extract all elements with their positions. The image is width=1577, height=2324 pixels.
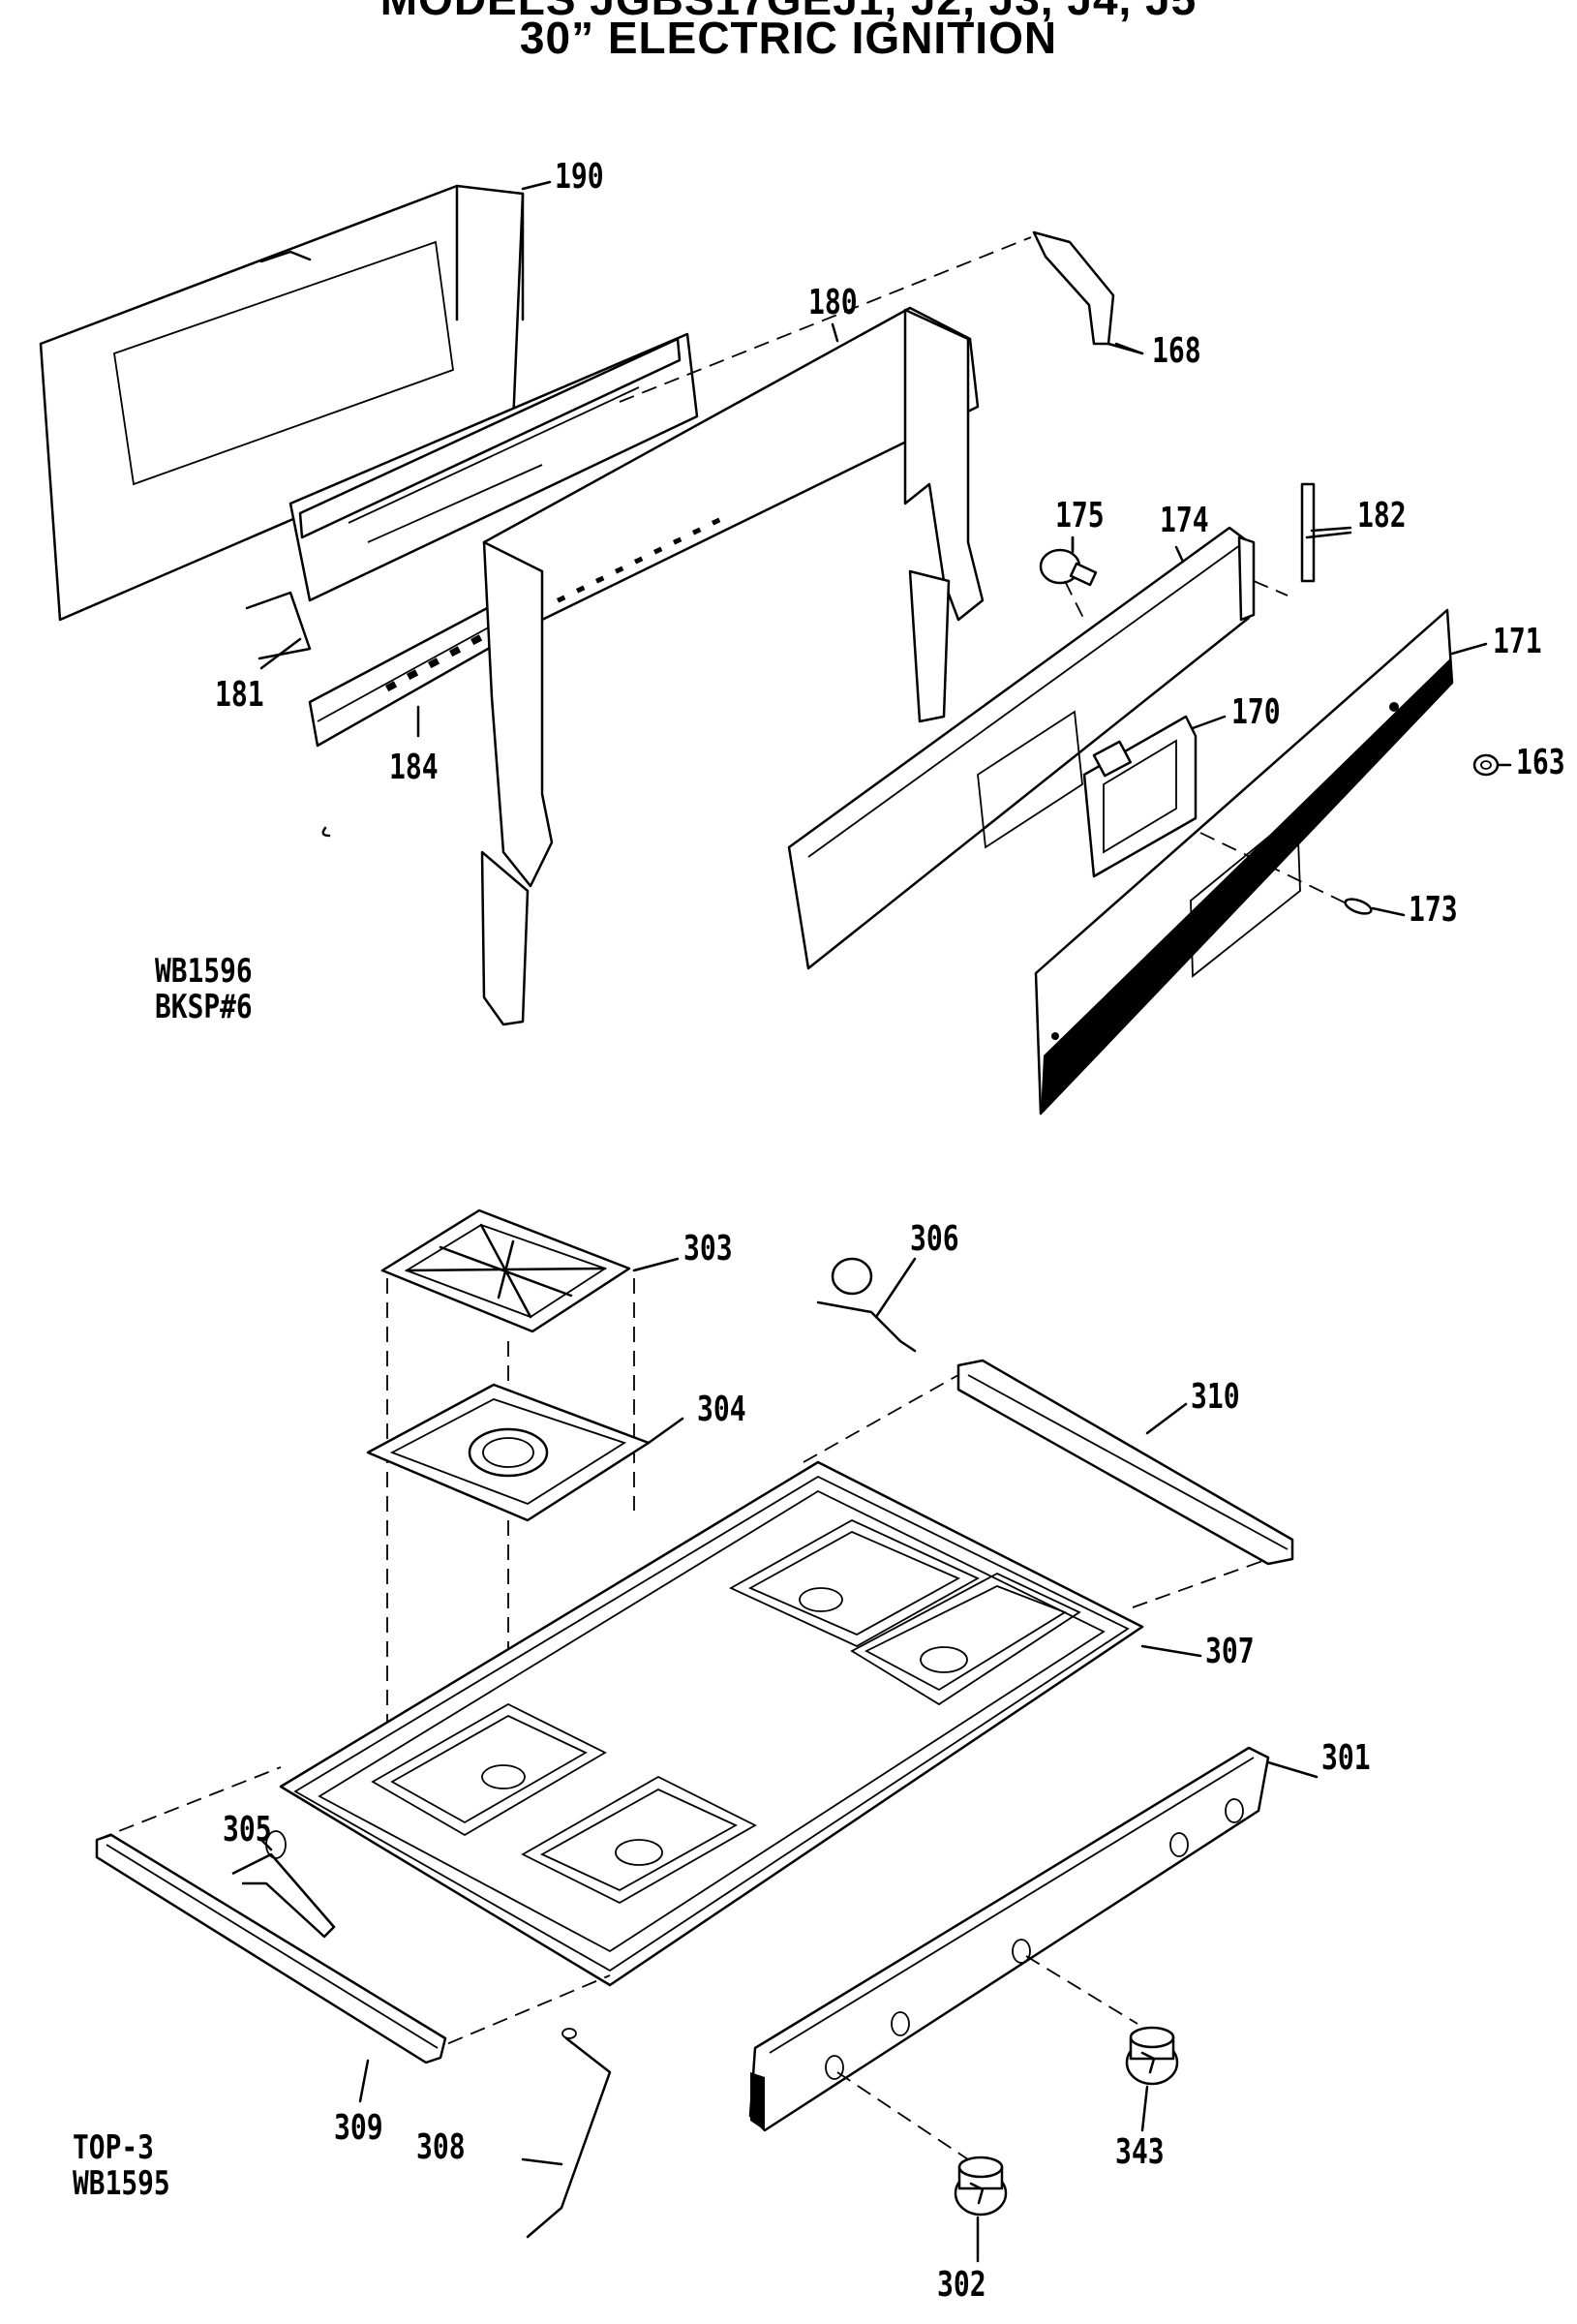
callout-307: 307 <box>1205 1632 1255 1671</box>
callout-171: 171 <box>1493 622 1542 661</box>
callout-305: 305 <box>223 1810 272 1850</box>
callout-175: 175 <box>1055 496 1105 535</box>
callout-182: 182 <box>1357 496 1407 535</box>
part-180-backsplash-frame <box>480 306 985 1026</box>
callout-303: 303 <box>683 1229 733 1269</box>
part-306-clip <box>816 1257 917 1353</box>
part-171-front-panel <box>1034 608 1454 1116</box>
callout-173: 173 <box>1409 890 1458 930</box>
leader-lines <box>259 180 1512 2263</box>
part-168-end-cap <box>1032 230 1144 355</box>
part-173-screw <box>1344 898 1373 915</box>
part-175-switch <box>1039 535 1098 587</box>
callout-190: 190 <box>555 157 604 197</box>
part-310-rear-trim <box>956 1359 1294 1566</box>
part-170-switch-housing <box>1082 715 1198 878</box>
top-note-line1: TOP-3 <box>73 2128 154 2167</box>
callout-168: 168 <box>1152 331 1201 371</box>
part-343-knob <box>1125 2026 1179 2086</box>
part-163-grommet <box>1472 753 1500 777</box>
part-303-grate <box>380 1208 631 1333</box>
callout-180: 180 <box>808 283 858 322</box>
callout-174: 174 <box>1160 501 1209 540</box>
callout-302: 302 <box>937 2265 986 2305</box>
callout-306: 306 <box>910 1219 959 1259</box>
diagram-title: MODELS JGBS17GEJ1, J2, J3, J4, J5 <box>0 0 1577 21</box>
callout-301: 301 <box>1321 1738 1371 1778</box>
callout-343: 343 <box>1115 2132 1165 2172</box>
top-note: TOP-3 WB1595 <box>73 2128 170 2204</box>
diagram-subtitle: 30” ELECTRIC IGNITION <box>519 13 1058 63</box>
part-174-control-panel <box>787 526 1256 970</box>
part-190-rear-panel <box>39 184 525 622</box>
part-302-knob <box>954 2156 1008 2217</box>
part-307-cooktop <box>279 1460 1144 1987</box>
backsplash-note-line2: BKSP#6 <box>155 988 253 1027</box>
part-181-rear-channel <box>245 332 699 660</box>
callout-310: 310 <box>1191 1377 1240 1417</box>
part-308-rod <box>526 2028 612 2239</box>
callout-181: 181 <box>215 675 264 715</box>
callout-170: 170 <box>1231 692 1281 732</box>
backsplash-note-line1: WB1596 <box>155 952 253 991</box>
part-301-control-panel <box>748 1746 1270 2132</box>
part-182-bracket <box>1300 482 1352 583</box>
top-note-line2: WB1595 <box>73 2164 170 2204</box>
callout-184: 184 <box>389 748 439 787</box>
callout-163: 163 <box>1516 743 1565 782</box>
callout-304: 304 <box>697 1390 746 1429</box>
callout-308: 308 <box>416 2127 466 2167</box>
part-309-front-trim <box>95 1833 447 2064</box>
backsplash-note: WB1596 BKSP#6 <box>155 952 253 1027</box>
callout-309: 309 <box>334 2108 383 2148</box>
part-304-burner-pan <box>366 1383 651 1522</box>
